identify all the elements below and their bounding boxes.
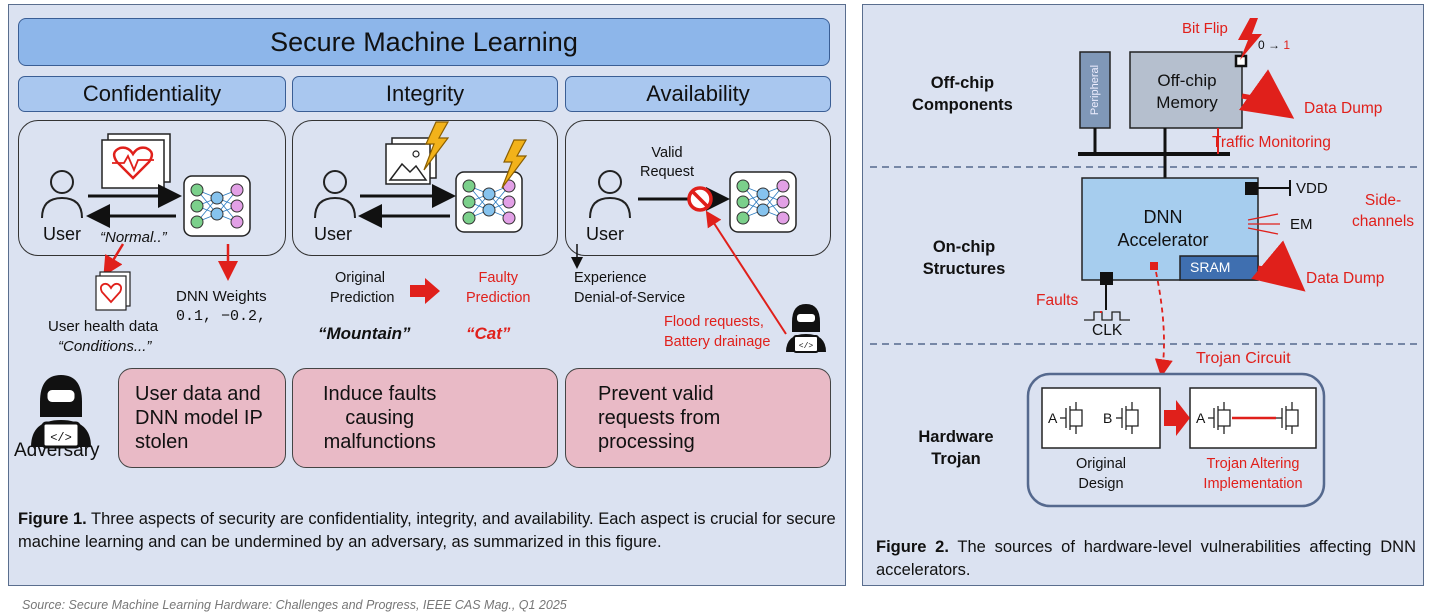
header-availability: Availability xyxy=(565,76,831,112)
arrow-icon xyxy=(410,278,440,304)
weights-label: DNN Weights xyxy=(176,288,267,305)
sram-block xyxy=(1179,255,1259,281)
data-dump-onchip: Data Dump xyxy=(1306,270,1385,287)
side-channels-label: Side-channels xyxy=(1352,192,1415,230)
sram-label: SRAM xyxy=(1190,259,1231,275)
title-bar: Secure Machine Learning xyxy=(18,18,830,66)
cat-label: “Cat” xyxy=(466,324,511,343)
bit-flip-values: 0 → 1 xyxy=(1258,38,1291,52)
flood-label: Flood requests,Battery drainage xyxy=(664,314,771,350)
trojan-circuit-label: Trojan Circuit xyxy=(1196,350,1291,367)
em-label: EM xyxy=(1290,216,1313,233)
heart-document-icon xyxy=(101,133,171,189)
health-data-label: User health data xyxy=(48,318,159,335)
image-icon xyxy=(385,137,437,185)
weights-values: 0.1, −0.2, xyxy=(176,308,267,325)
user-label: User xyxy=(43,224,82,244)
user-label: User xyxy=(586,224,625,244)
bit-flip-label: Bit Flip xyxy=(1182,20,1228,37)
alteration-arrow-icon xyxy=(1164,400,1190,436)
traffic-monitoring-label: Traffic Monitoring xyxy=(1212,134,1331,151)
mountain-label: “Mountain” xyxy=(318,324,411,343)
header-confidentiality: Confidentiality xyxy=(18,76,286,112)
input-a-label: A xyxy=(1196,410,1206,426)
data-dump-offchip: Data Dump xyxy=(1304,100,1383,117)
header-integrity: Integrity xyxy=(292,76,558,112)
em-emission-icon xyxy=(1247,213,1280,235)
figure1-caption: Figure 1. Three aspects of security are … xyxy=(18,510,836,551)
stolen-health-doc-icon xyxy=(95,271,131,311)
input-b-label: B xyxy=(1103,410,1113,426)
user-label: User xyxy=(314,224,353,244)
scene-availability xyxy=(565,120,831,256)
faults-label: Faults xyxy=(1036,292,1079,309)
normal-response: “Normal..” xyxy=(100,229,167,246)
fig1-title: Secure Machine Learning xyxy=(270,26,578,57)
adversary-label: Adversary xyxy=(14,440,100,461)
bit-flip-bolt-icon xyxy=(1238,18,1262,60)
source-note: Source: Secure Machine Learning Hardware… xyxy=(22,598,567,612)
block-icon xyxy=(687,186,713,212)
clk-label: CLK xyxy=(1092,322,1123,339)
conditions-label: “Conditions...” xyxy=(58,338,152,355)
scene-confidentiality xyxy=(18,120,286,256)
peripheral-label: Peripheral xyxy=(1089,64,1101,116)
scene-integrity xyxy=(292,120,558,256)
figure2-caption: Figure 2. The sources of hardware-level … xyxy=(876,538,1417,579)
offchip-memory-block xyxy=(1129,51,1243,129)
peripheral-block xyxy=(1079,51,1111,129)
vdd-label: VDD xyxy=(1296,180,1328,197)
input-a-label: A xyxy=(1048,410,1058,426)
